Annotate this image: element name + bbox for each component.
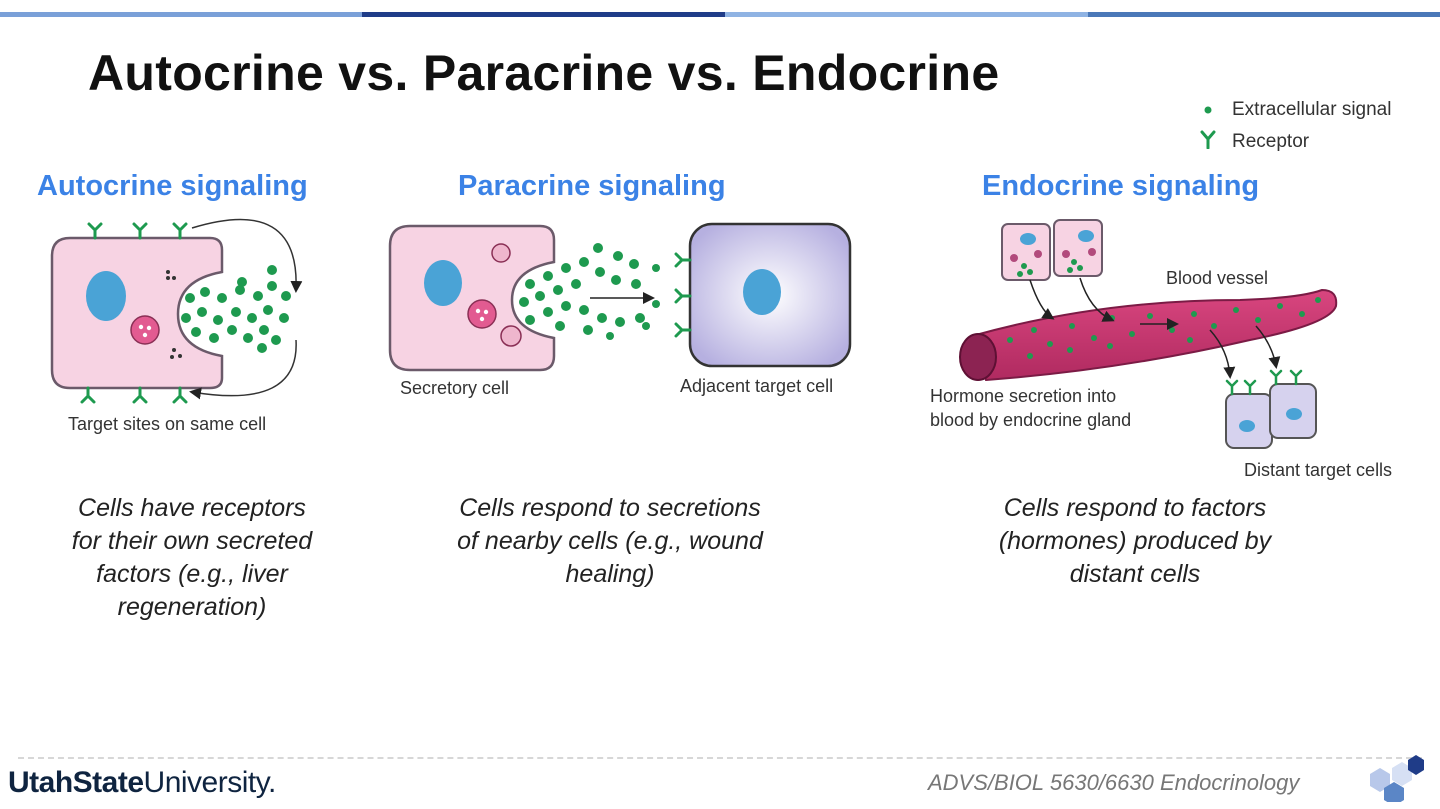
autocrine-vesicle [130,315,160,345]
top-accent-bar-2 [362,12,725,17]
autocrine-caption: Target sites on same cell [68,414,267,434]
autocrine-heading: Autocrine signaling [37,170,308,202]
university-logo-regular: University. [143,766,277,799]
autocrine-cell [50,236,224,390]
top-accent-bar-4 [1088,12,1440,17]
secretory-cell [388,224,556,372]
blood-vessel-opening [959,333,997,381]
hexagon-logo-icon [1370,755,1424,802]
footer-divider [18,757,1422,759]
hormone-secretion-line-2: blood by endocrine gland [930,410,1132,430]
paracrine-diagram [388,222,852,372]
top-accent-bar-1 [0,12,362,17]
endocrine-diagram [959,219,1338,449]
autocrine-nucleus [86,271,126,321]
distant-target-cells-label: Distant target cells [1244,460,1393,480]
paracrine-description-line-3: healing) [565,560,655,588]
university-logo: UtahStateUniversity. [8,766,276,800]
signal-dot-icon [1196,99,1220,121]
legend: Extracellular signal Receptor [1196,94,1391,158]
endocrine-description-line-2: (hormones) produced by [998,527,1272,555]
autocrine-description-line-3: factors (e.g., liver [96,560,288,588]
legend-receptor: Receptor [1196,126,1391,158]
hormone-secretion-line-1: Hormone secretion into [930,386,1117,406]
adjacent-target-cell-label: Adjacent target cell [680,376,834,396]
endocrine-heading: Endocrine signaling [982,170,1260,202]
university-logo-bold: UtahState [8,766,144,799]
course-label: ADVS/BIOL 5630/6630 Endocrinology [928,770,1300,795]
hormone-secretion-label: Hormone secretion into blood by endocrin… [930,384,1131,432]
paracrine-description: Cells respond to secretions of nearby ce… [430,492,790,591]
paracrine-description-line-2: of nearby cells (e.g., wound [457,527,763,555]
legend-receptor-label: Receptor [1232,131,1310,152]
secretory-cell-label: Secretory cell [400,378,510,398]
autocrine-description-line-4: regeneration) [117,593,267,621]
autocrine-diagram [50,218,303,404]
paracrine-heading: Paracrine signaling [458,170,726,202]
autocrine-description-line-1: Cells have receptors [78,494,306,522]
endocrine-description: Cells respond to factors (hormones) prod… [955,492,1315,591]
legend-signal-label: Extracellular signal [1232,99,1392,120]
gland-cell-1 [1001,223,1051,281]
endocrine-description-line-3: distant cells [1069,560,1201,588]
receptor-icon [1196,129,1220,155]
slide-title: Autocrine vs. Paracrine vs. Endocrine [88,45,1000,101]
legend-signal: Extracellular signal [1196,94,1391,126]
autocrine-description-line-2: for their own secreted [71,527,313,555]
top-accent-bar-3 [725,12,1088,17]
secretory-nucleus [424,260,462,306]
paracrine-description-line-1: Cells respond to secretions [459,494,761,522]
blood-vessel [970,288,1338,382]
endocrine-description-line-1: Cells respond to factors [1003,494,1267,522]
blood-vessel-label: Blood vessel [1166,268,1269,288]
autocrine-description: Cells have receptors for their own secre… [12,492,372,624]
